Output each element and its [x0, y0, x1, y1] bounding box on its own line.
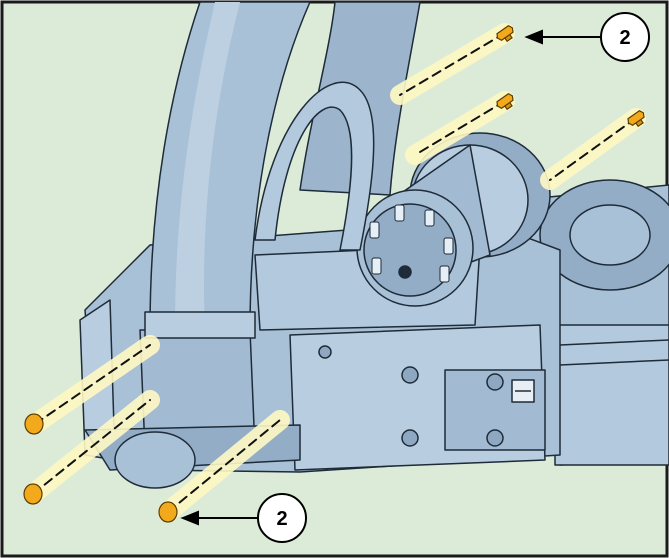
callout-label: 2 [276, 508, 287, 530]
gear-hub [398, 265, 412, 279]
left-arch-shadow [175, 2, 240, 330]
bottom-roller [114, 431, 196, 489]
plate-hole [318, 345, 332, 359]
front-column-flange [144, 311, 256, 339]
plate-hole [401, 366, 419, 384]
bolt-icon [627, 110, 645, 128]
guide-lines [23, 23, 646, 522]
bolt-icon [158, 501, 178, 523]
plate-hole [486, 373, 504, 391]
rail-ridge [559, 359, 669, 366]
arrowhead-icon [180, 510, 199, 526]
plate-hole [401, 429, 419, 447]
rail-ridge [559, 339, 669, 346]
bolt-icon [24, 413, 44, 435]
right-rail [554, 324, 669, 466]
callout-label: 2 [619, 27, 630, 49]
machine-assembly [79, 1, 669, 489]
bolt-icon [23, 483, 43, 505]
fastener-group [23, 25, 645, 523]
gear-teeth [369, 204, 454, 283]
gear-inner [363, 203, 457, 297]
belt-loop [254, 81, 375, 251]
bolt-icon [496, 93, 514, 111]
callout-circle [600, 12, 650, 62]
arrowhead-icon [524, 29, 543, 45]
right-fan-hub [569, 204, 651, 266]
plate-hole [486, 429, 504, 447]
callout-circle [257, 493, 307, 543]
callout-arrows [180, 29, 600, 526]
callout-bottom: 2 [257, 493, 307, 543]
bolt-icon [496, 25, 514, 43]
callout-top: 2 [600, 12, 650, 62]
